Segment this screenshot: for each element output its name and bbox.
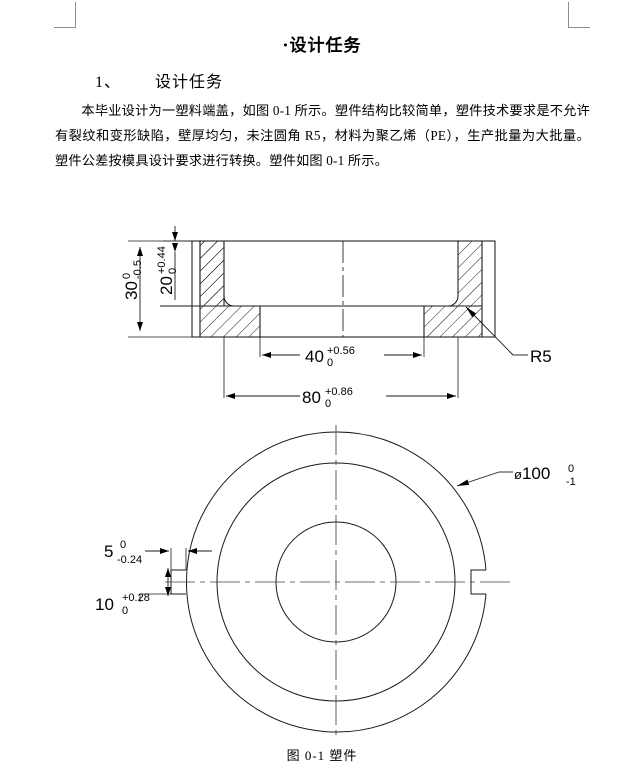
dim-width-outer-label: 80 +0.86 0: [302, 386, 353, 410]
dim-30-nominal: 30: [122, 281, 141, 300]
dim-40-nominal: 40: [305, 347, 324, 366]
dim-80-nominal: 80: [302, 388, 321, 407]
dim-notch-width-label: 5 0 -0.24: [104, 539, 142, 566]
section-hatch: [199, 240, 483, 338]
section-heading: 1、 设计任务: [95, 68, 223, 92]
dim-30-lower: -0.5: [132, 260, 144, 279]
dim-height-cavity-label: 20 +0.44 0: [156, 246, 179, 295]
dim-100-lower: -1: [566, 476, 576, 488]
crop-mark-top-right: [568, 2, 590, 28]
dim-10-nominal: 10: [95, 595, 114, 614]
dim-notch-depth-label: 10 +0.28 0: [95, 592, 150, 617]
section-heading-text: 设计任务: [155, 74, 224, 91]
dim-5-upper: 0: [120, 539, 126, 551]
body-paragraph: 本毕业设计为一塑料端盖，如图 0-1 所示。塑件结构比较简单，塑件技术要求是不允…: [55, 103, 590, 168]
dim-80-lower: 0: [325, 398, 331, 410]
dim-10-upper: +0.28: [122, 592, 150, 604]
dim-outer-diameter-label: ø100 0 -1: [514, 463, 576, 488]
dim-100-symbol-nominal: ø100: [514, 464, 550, 483]
dim-20-upper: +0.44: [156, 246, 168, 274]
dim-100-upper: 0: [568, 463, 574, 475]
dim-10-lower: 0: [122, 605, 128, 617]
plan-centre-lines: [165, 425, 512, 740]
crop-mark-top-left: [54, 2, 76, 28]
section-outline: [191, 240, 496, 338]
dim-100-nominal: 100: [522, 464, 550, 483]
plan-view: 5 0 -0.24 10 +0.28 0: [95, 425, 576, 740]
dim-notch-depth: [139, 568, 171, 602]
dim-20-nominal: 20: [157, 276, 176, 295]
dim-height-overall-label: 30 0 -0.5: [121, 260, 144, 300]
page-title: ·设计任务: [282, 36, 362, 56]
dim-30-upper: 0: [121, 273, 133, 279]
note-r5-leader: [465, 306, 528, 356]
dim-40-lower: 0: [327, 357, 333, 369]
dim-outer-diameter-leader: [456, 471, 513, 487]
section-view: 30 0 -0.5 20 +0.44 0: [121, 226, 552, 410]
note-r5-label: R5: [530, 347, 552, 366]
dim-width-inner-label: 40 +0.56 0: [305, 345, 355, 369]
dim-5-lower: -0.24: [117, 554, 142, 566]
dim-40-upper: +0.56: [327, 345, 355, 357]
figure-caption: 图 0-1 塑件: [286, 748, 358, 763]
dim-height-cavity: [163, 226, 192, 300]
dim-notch-width: [145, 548, 212, 570]
dim-width-inner: [259, 337, 425, 358]
dim-20-lower: 0: [167, 268, 179, 274]
dim-width-outer: [223, 337, 459, 399]
section-heading-number: 1、: [95, 74, 122, 91]
diameter-symbol-icon: ø: [514, 467, 522, 482]
dim-80-upper: +0.86: [325, 386, 353, 398]
dim-5-nominal: 5: [104, 542, 113, 561]
